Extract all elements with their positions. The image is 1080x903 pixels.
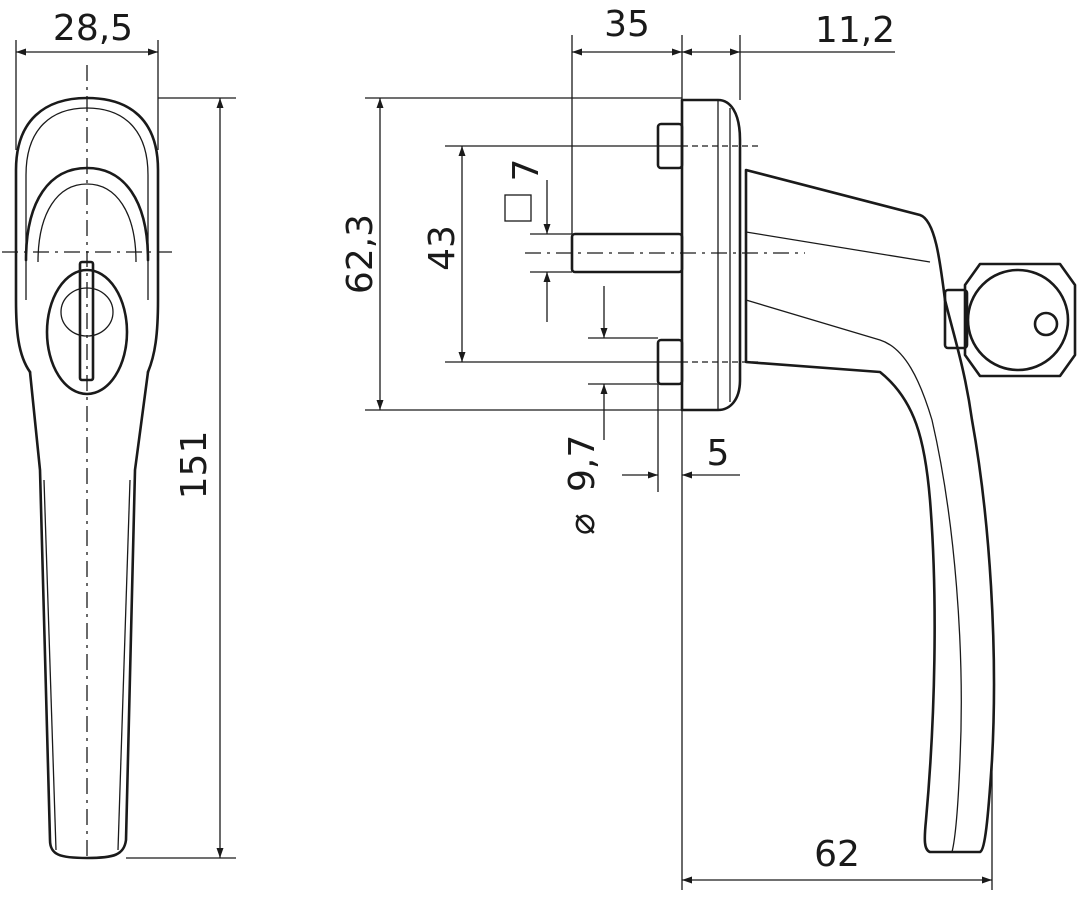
square-symbol-icon bbox=[504, 194, 532, 222]
front-lever-body bbox=[28, 370, 150, 860]
side-rose-plate bbox=[680, 98, 742, 412]
dim-projection: 62 bbox=[814, 834, 860, 875]
key-ring bbox=[966, 268, 1070, 372]
side-handle-body bbox=[744, 168, 996, 854]
dim-spindle-length: 35 bbox=[604, 4, 650, 45]
side-dimensions: 35 11,2 62,3 43 7 ⌀ 9,7 5 bbox=[340, 4, 993, 890]
lock-cylinder-outline bbox=[45, 268, 129, 396]
front-view bbox=[2, 65, 172, 862]
key-hole bbox=[1033, 311, 1059, 337]
dim-screw-hole-diameter: 9,7 bbox=[562, 435, 603, 492]
dim-screw-spacing: 43 bbox=[422, 225, 463, 271]
front-dimensions: 28,5 151 bbox=[15, 8, 236, 859]
handle-facet-2 bbox=[745, 299, 962, 853]
side-view bbox=[525, 98, 1077, 854]
dim-width-front: 28,5 bbox=[53, 8, 133, 49]
front-lever-neck-inner bbox=[37, 183, 137, 263]
front-lever-facet-right bbox=[117, 479, 131, 851]
handle-facet-1 bbox=[745, 231, 931, 263]
dim-spindle-square: 7 bbox=[506, 159, 547, 182]
key-head bbox=[963, 262, 1077, 378]
diameter-symbol: ⌀ bbox=[562, 513, 603, 535]
dim-base-depth: 11,2 bbox=[815, 10, 895, 51]
dim-screw-offset: 5 bbox=[707, 433, 730, 474]
key-shank bbox=[943, 288, 969, 350]
dim-height-total: 151 bbox=[174, 431, 215, 500]
dim-rose-height: 62,3 bbox=[340, 214, 381, 294]
front-lever-facet-left bbox=[43, 479, 57, 851]
